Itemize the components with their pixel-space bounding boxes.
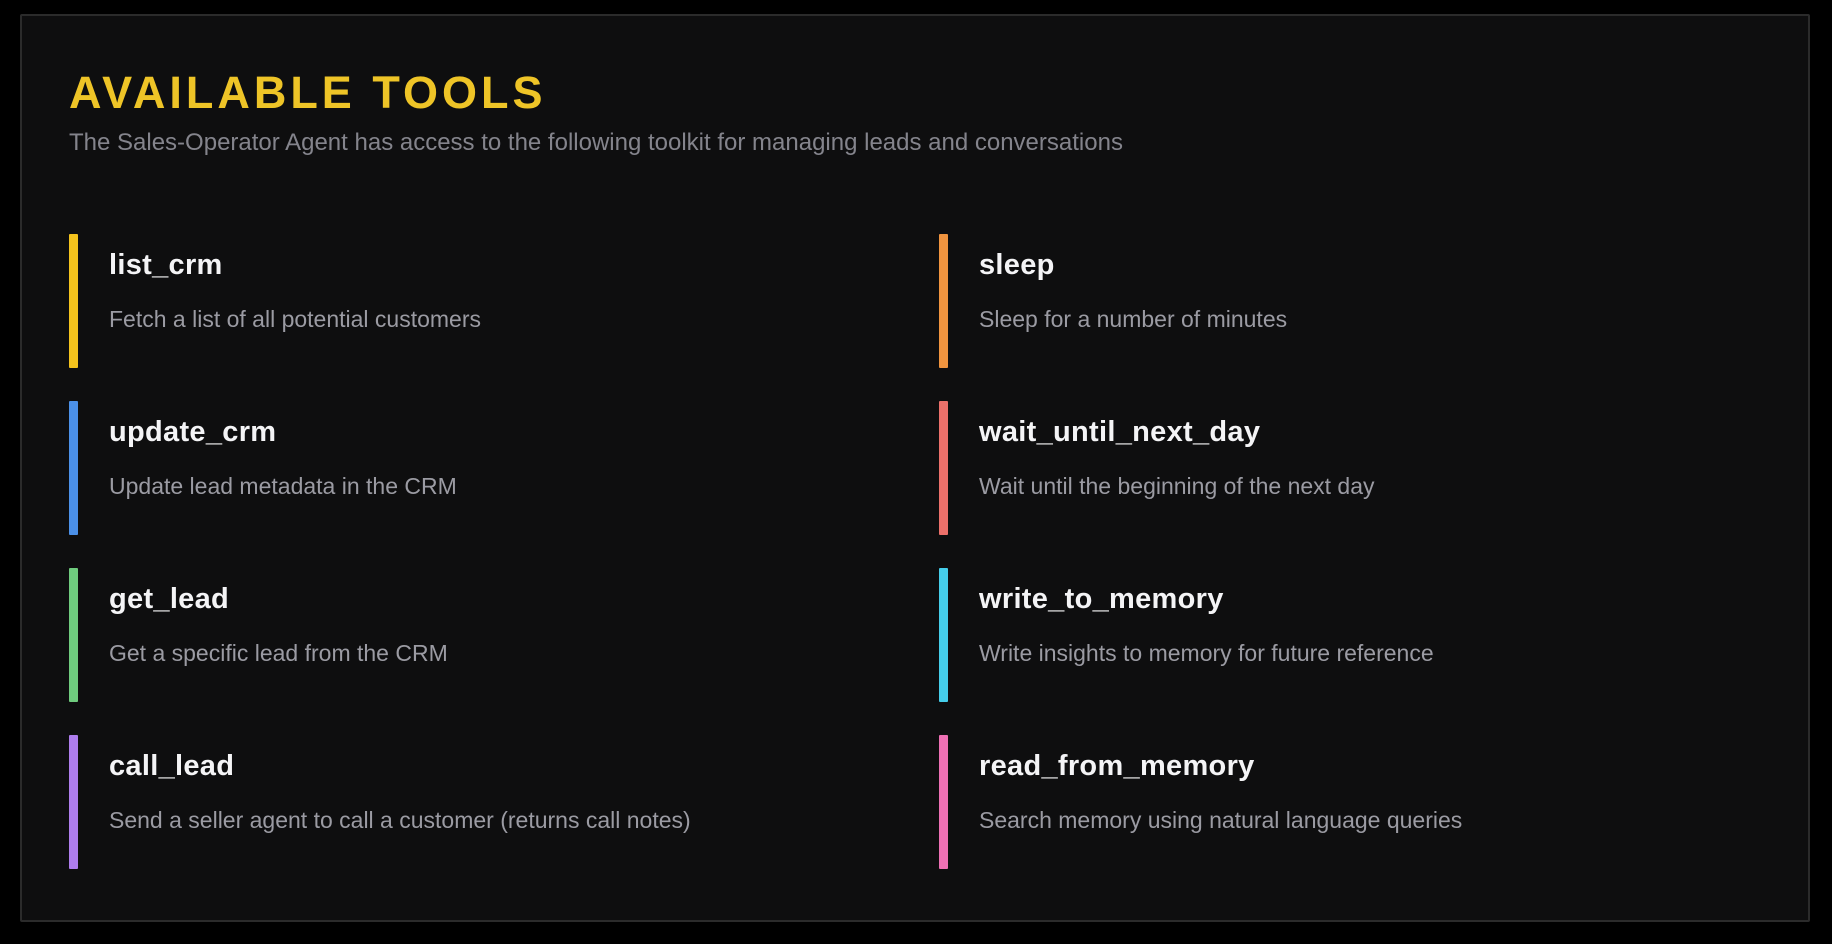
tool-card-update-crm: update_crm Update lead metadata in the C… xyxy=(69,401,939,535)
tool-name: write_to_memory xyxy=(979,583,1224,615)
tool-card-sleep: sleep Sleep for a number of minutes xyxy=(939,234,1789,368)
tool-card-wait-until-next-day: wait_until_next_day Wait until the begin… xyxy=(939,401,1789,535)
tool-name: wait_until_next_day xyxy=(979,416,1261,448)
tool-description: Fetch a list of all potential customers xyxy=(109,306,481,332)
available-tools-panel: AVAILABLE TOOLS The Sales-Operator Agent… xyxy=(20,14,1810,922)
tool-card-text: write_to_memory Write insights to memory… xyxy=(948,568,1434,702)
tool-card-text: sleep Sleep for a number of minutes xyxy=(948,234,1287,368)
accent-bar xyxy=(69,735,78,869)
tool-description: Sleep for a number of minutes xyxy=(979,306,1288,332)
tool-card-text: list_crm Fetch a list of all potential c… xyxy=(78,234,481,368)
tool-name: update_crm xyxy=(109,416,277,448)
tool-card-write-to-memory: write_to_memory Write insights to memory… xyxy=(939,568,1789,702)
tool-description: Update lead metadata in the CRM xyxy=(109,473,457,499)
tool-name: list_crm xyxy=(109,249,223,281)
tool-card-text: get_lead Get a specific lead from the CR… xyxy=(78,568,448,702)
tool-description: Wait until the beginning of the next day xyxy=(979,473,1375,499)
accent-bar xyxy=(69,401,78,535)
tool-description: Get a specific lead from the CRM xyxy=(109,640,448,666)
accent-bar xyxy=(939,401,948,535)
tool-name: sleep xyxy=(979,249,1055,281)
accent-bar xyxy=(939,234,948,368)
tool-description: Send a seller agent to call a customer (… xyxy=(109,807,691,833)
page-title: AVAILABLE TOOLS xyxy=(69,67,547,118)
tool-card-call-lead: call_lead Send a seller agent to call a … xyxy=(69,735,939,869)
accent-bar xyxy=(69,568,78,702)
tool-card-list-crm: list_crm Fetch a list of all potential c… xyxy=(69,234,939,368)
page-subtitle: The Sales-Operator Agent has access to t… xyxy=(69,129,1123,156)
tool-card-text: call_lead Send a seller agent to call a … xyxy=(78,735,691,869)
tool-card-read-from-memory: read_from_memory Search memory using nat… xyxy=(939,735,1789,869)
tool-name: get_lead xyxy=(109,583,230,615)
tool-card-text: update_crm Update lead metadata in the C… xyxy=(78,401,457,535)
tool-card-text: read_from_memory Search memory using nat… xyxy=(948,735,1462,869)
tool-name: call_lead xyxy=(109,750,235,782)
tool-card-text: wait_until_next_day Wait until the begin… xyxy=(948,401,1375,535)
tool-description: Write insights to memory for future refe… xyxy=(979,640,1434,666)
tool-card-get-lead: get_lead Get a specific lead from the CR… xyxy=(69,568,939,702)
accent-bar xyxy=(939,568,948,702)
tool-name: read_from_memory xyxy=(979,750,1255,782)
accent-bar xyxy=(69,234,78,368)
accent-bar xyxy=(939,735,948,869)
tools-grid: list_crm Fetch a list of all potential c… xyxy=(69,234,1789,869)
tool-description: Search memory using natural language que… xyxy=(979,807,1463,833)
